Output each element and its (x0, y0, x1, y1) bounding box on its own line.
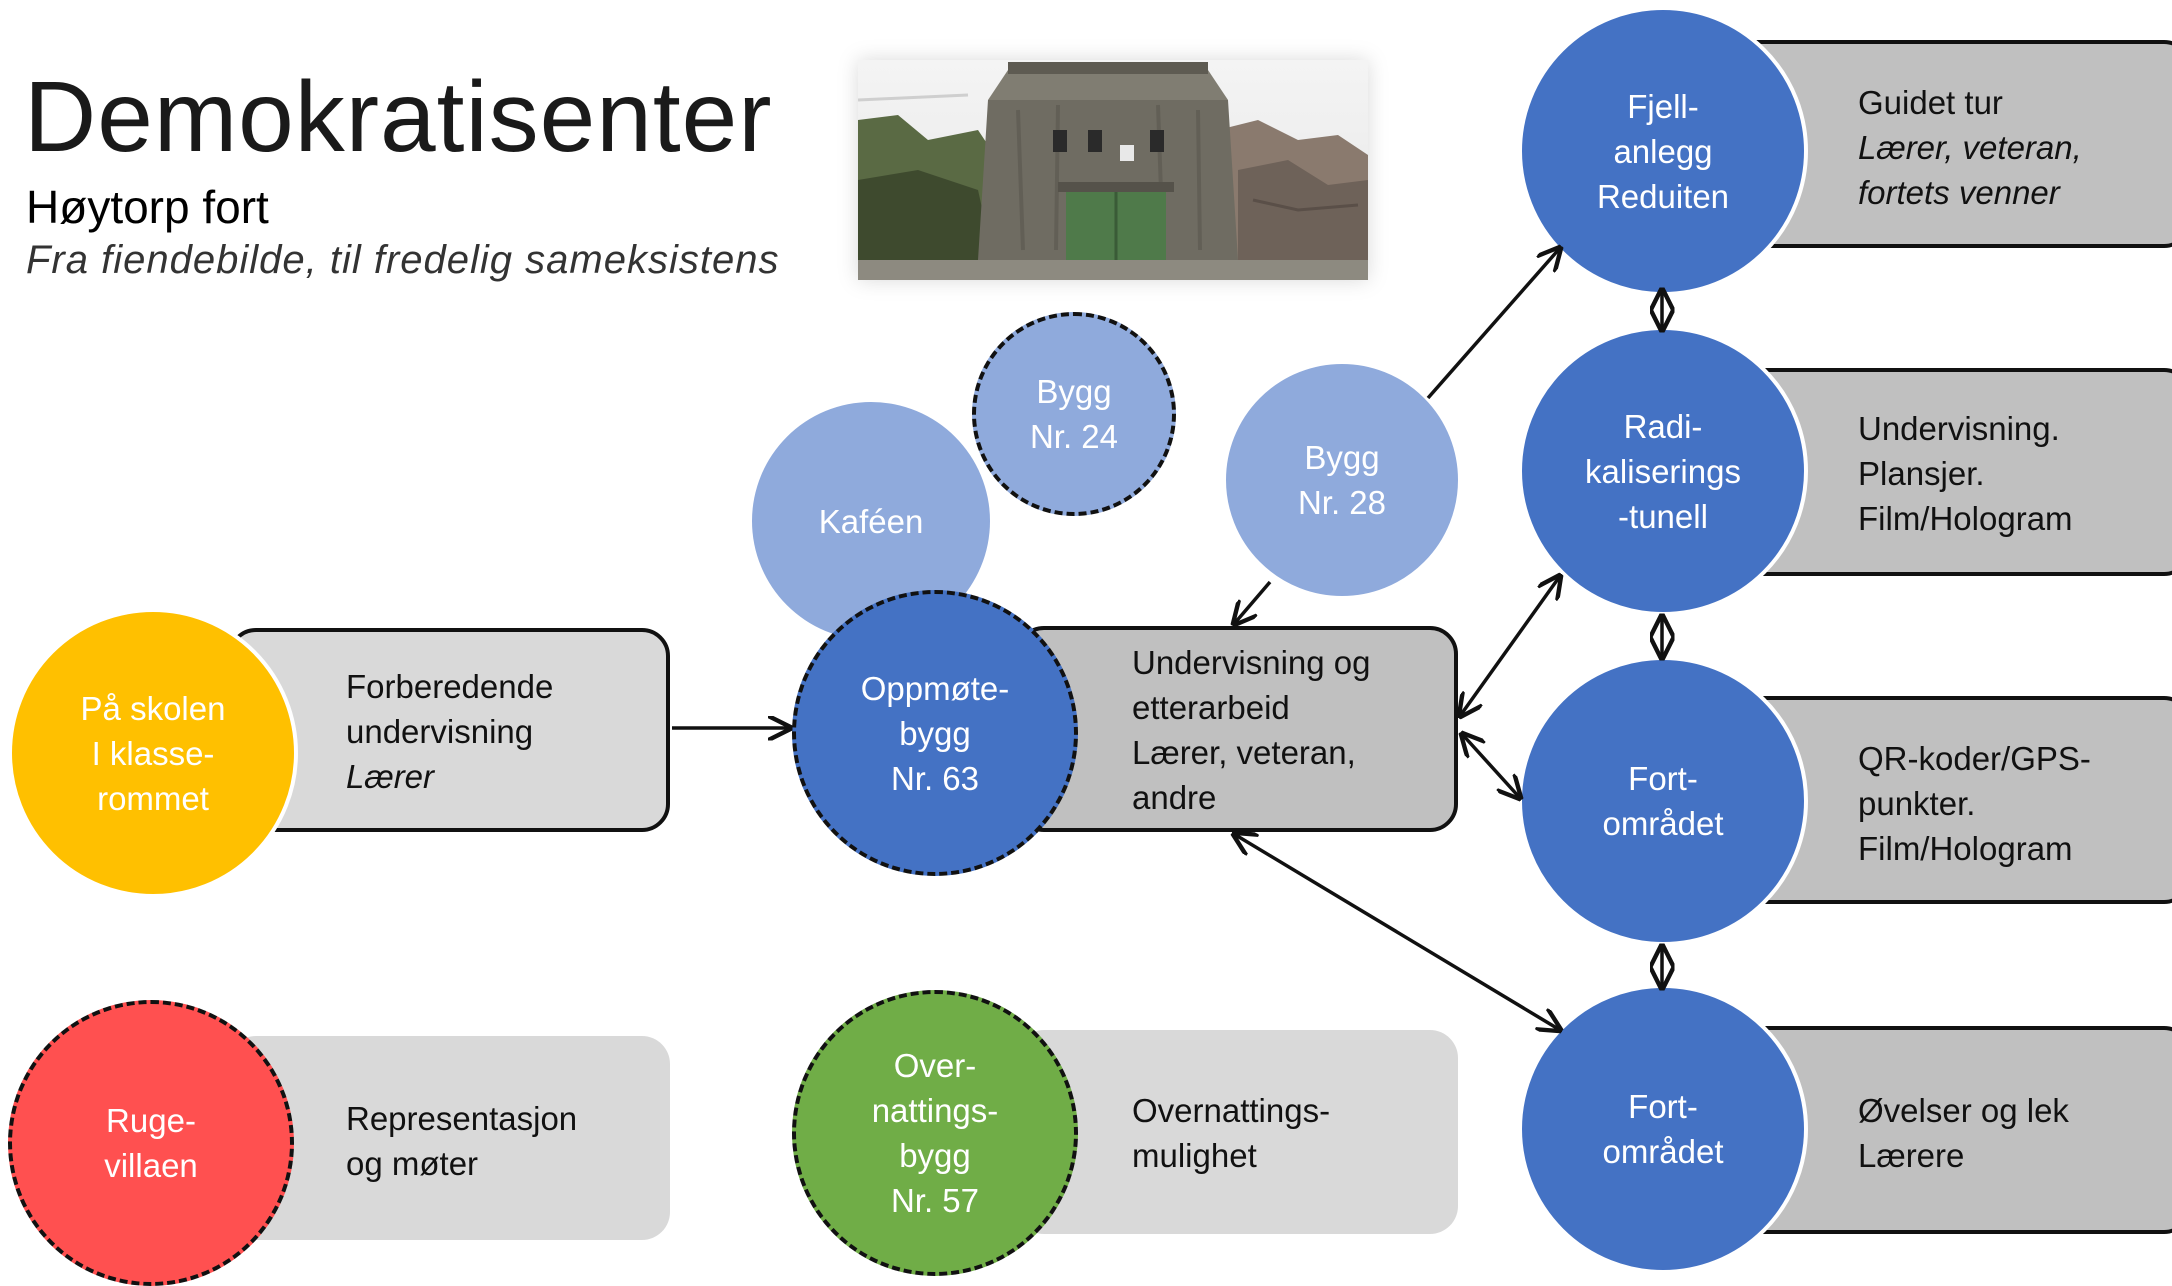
bygg24-node: Bygg Nr. 24 (972, 312, 1176, 516)
fortomradet1-description: QR-koder/GPS- punkter. Film/Hologram (1858, 740, 2091, 867)
skolen-node: På skolen I klasse- rommet (8, 608, 298, 898)
radikalisering-description: Undervisning. Plansjer. Film/Hologram (1858, 410, 2073, 537)
arrow-oppmote-fortomradet1 (1462, 734, 1520, 798)
arrow-oppmote-radikalisering (1460, 576, 1560, 716)
skolen-description-box (228, 628, 670, 832)
oppmote-node: Oppmøte- bygg Nr. 63 (792, 590, 1078, 876)
fortomradet2-node: Fort- området (1518, 984, 1808, 1274)
page-title: Demokratisenter (24, 61, 773, 173)
fort-photo (858, 60, 1368, 280)
oppmote-description: Undervisning og etterarbeid Lærer, veter… (1132, 644, 1371, 816)
page-tagline: Fra fiendebilde, til fredelig sameksiste… (26, 238, 780, 282)
overnatting-description-box (1016, 1030, 1458, 1234)
rugevillaen-node: Ruge- villaen (8, 1000, 294, 1286)
overnatting-node: Over- nattings- bygg Nr. 57 (792, 990, 1078, 1276)
fortomradet2-description: Øvelser og lek Lærere (1858, 1092, 2069, 1174)
radikalisering-node: Radi- kaliserings -tunell (1518, 326, 1808, 616)
page-subtitle: Høytorp fort (26, 181, 269, 233)
skolen-description: Forberedende undervisning Lærer (346, 668, 554, 795)
oppmote-description-box (1016, 626, 1458, 832)
rugevillaen-description: Representasjon og møter (346, 1100, 578, 1182)
arrow-to-fjellanlegg (1426, 248, 1560, 400)
arrow-bygg28-to-oppmote (1234, 580, 1272, 624)
rugevillaen-description-box (228, 1036, 670, 1240)
overnatting-description: Overnattings- mulighet (1132, 1092, 1331, 1174)
fjellanlegg-node: Fjell- anlegg Reduiten (1518, 6, 1808, 296)
bygg28-node: Bygg Nr. 28 (1222, 360, 1462, 600)
arrow-oppmote-fortomradet2 (1234, 834, 1560, 1030)
fjellanlegg-description: Guidet tur Lærer, veteran, fortets venne… (1858, 84, 2082, 211)
